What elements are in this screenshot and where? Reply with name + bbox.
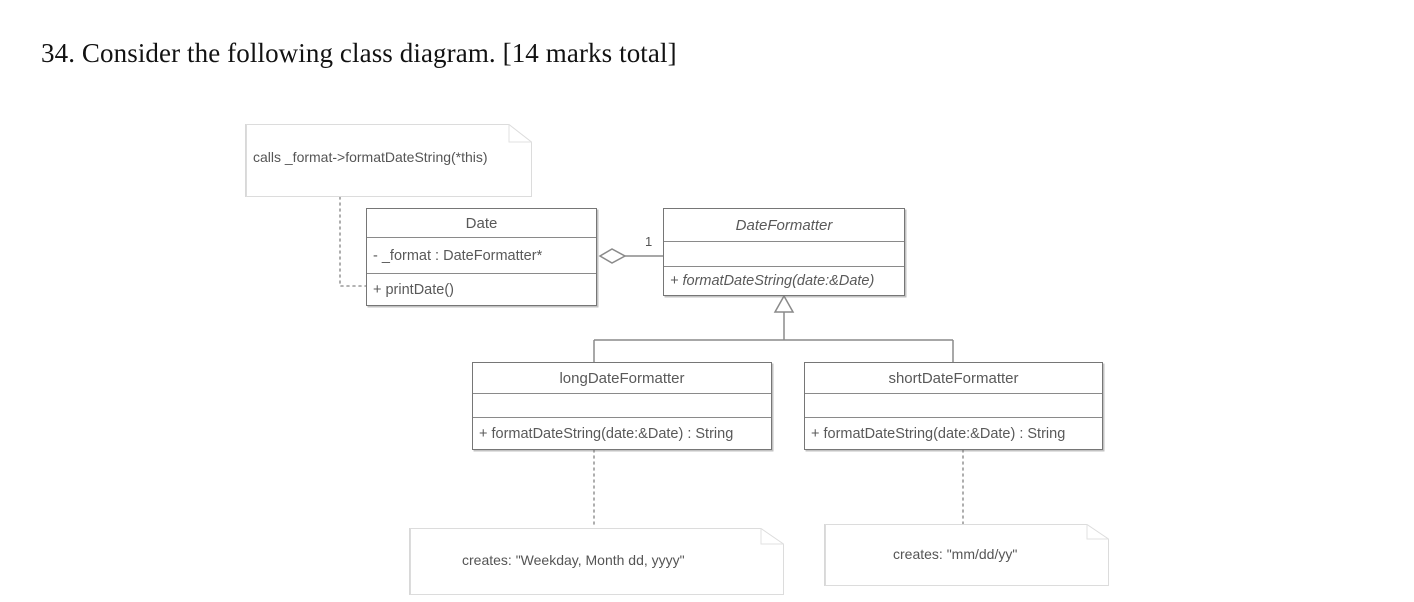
note-short-label: creates: "mm/dd/yy" xyxy=(893,546,1018,562)
aggregation-multiplicity-label: 1 xyxy=(645,234,653,249)
class-attributes-longdateformatter-empty xyxy=(473,393,771,417)
class-name-date: Date xyxy=(465,214,498,232)
note-calls: calls _format->formatDateString(*this) xyxy=(245,124,532,197)
class-attributes-shortdateformatter-empty xyxy=(805,393,1102,417)
class-operation-longdateformatter-formatdatestring: + formatDateString(date:&Date) : String xyxy=(473,417,771,449)
class-attributes-dateformatter-empty xyxy=(664,241,904,266)
aggregation-diamond xyxy=(598,248,627,264)
class-attribute-date-format: - _format : DateFormatter* xyxy=(367,237,596,273)
note-long-format: creates: "Weekday, Month dd, yyyy" xyxy=(409,528,784,595)
class-name-shortdateformatter: shortDateFormatter xyxy=(888,369,1019,387)
note-calls-connector xyxy=(339,196,367,287)
generalization-triangle xyxy=(773,294,795,313)
page-title: 34. Consider the following class diagram… xyxy=(41,38,677,68)
class-box-dateformatter[interactable]: DateFormatter + formatDateString(date:&D… xyxy=(663,208,905,296)
note-calls-outline xyxy=(246,124,532,197)
note-short-format: creates: "mm/dd/yy" xyxy=(824,524,1109,586)
class-box-shortdateformatter[interactable]: shortDateFormatter + formatDateString(da… xyxy=(804,362,1103,450)
class-operation-shortdateformatter-formatdatestring: + formatDateString(date:&Date) : String xyxy=(805,417,1102,449)
class-operation-date-printdate: + printDate() xyxy=(367,273,596,305)
note-long-outline xyxy=(410,528,784,595)
note-calls-label: calls _format->formatDateString(*this) xyxy=(253,149,488,165)
class-box-date[interactable]: Date - _format : DateFormatter* + printD… xyxy=(366,208,597,306)
note-long-label: creates: "Weekday, Month dd, yyyy" xyxy=(462,552,685,568)
class-name-longdateformatter: longDateFormatter xyxy=(559,369,685,387)
class-name-dateformatter: DateFormatter xyxy=(735,216,833,234)
class-operation-dateformatter-formatdatestring: + formatDateString(date:&Date) xyxy=(664,266,904,295)
class-box-longdateformatter[interactable]: longDateFormatter + formatDateString(dat… xyxy=(472,362,772,450)
note-short-outline xyxy=(825,524,1109,586)
